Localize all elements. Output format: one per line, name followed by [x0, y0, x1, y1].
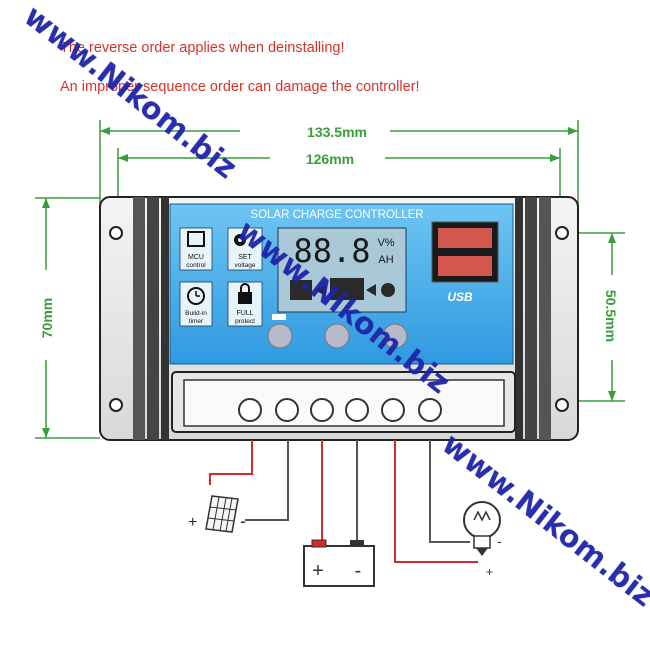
chip-icon [187, 231, 205, 247]
load-minus-sign: - [497, 533, 502, 549]
up-button[interactable] [382, 323, 408, 349]
solar-panel-icon [290, 280, 312, 300]
terminal-block [171, 371, 516, 433]
usb-ports: USB [431, 221, 499, 304]
down-button[interactable] [324, 323, 350, 349]
terminal-solar-plus [238, 398, 262, 422]
mount-hole-bl [109, 398, 123, 412]
total-width-label: 133.5mm [307, 124, 367, 140]
front-panel: SOLAR CHARGE CONTROLLER MCU control SET … [169, 203, 514, 365]
light-bulb: - + [463, 501, 502, 579]
bulb-icon [381, 283, 395, 297]
battery: + - [303, 539, 375, 587]
warning-line-1: The reverse order applies when deinstall… [60, 40, 345, 56]
dimension-total-width: 133.5mm [99, 120, 579, 205]
mount-hole-br [555, 398, 569, 412]
svg-text:Build-in: Build-in [185, 310, 207, 317]
solar-minus-sign: - [240, 511, 246, 531]
battery-icon [330, 278, 364, 300]
dimension-hole-height: 50.5mm [570, 232, 625, 402]
height-label: 70mm [39, 298, 55, 338]
usb-label: USB [447, 290, 473, 304]
arrow-icon [314, 284, 326, 296]
svg-text:FULL: FULL [236, 310, 253, 317]
feature-timer: Build-in timer [179, 281, 213, 327]
mount-hole-tr [555, 226, 569, 240]
svg-text:V%: V% [377, 237, 394, 249]
dimension-hole-width: 126mm [117, 148, 561, 200]
menu-icon [272, 314, 286, 320]
hole-width-label: 126mm [306, 151, 354, 167]
terminal-battery-minus [345, 398, 369, 422]
battery-minus-sign: - [355, 560, 362, 582]
feature-full-protect: FULL protect [227, 281, 263, 327]
svg-text:SET: SET [238, 254, 252, 261]
mount-hole-tl [109, 226, 123, 240]
svg-text:voltage: voltage [235, 262, 256, 269]
lock-icon [238, 292, 252, 304]
hole-height-label: 50.5mm [603, 290, 619, 342]
terminal-battery-plus [310, 398, 334, 422]
svg-text:MCU: MCU [188, 254, 204, 261]
warning-line-2: An improper sequence order can damage th… [60, 79, 420, 95]
lcd-display: 88.8 V% AH [277, 227, 407, 313]
lcd-digits: 88.8 [293, 232, 370, 270]
wiring [209, 440, 478, 563]
solar-panel: + - [188, 495, 246, 533]
solar-plus-sign: + [188, 514, 197, 531]
svg-text:control: control [186, 262, 206, 269]
terminal-solar-minus [275, 398, 299, 422]
load-plus-sign: + [486, 565, 493, 579]
feature-set-voltage: SET voltage [227, 227, 263, 271]
arrow-icon [366, 284, 376, 296]
terminal-load-minus [418, 398, 442, 422]
clock-icon [187, 287, 205, 305]
svg-text:timer: timer [189, 318, 204, 325]
feature-mcu-control: MCU control [179, 227, 213, 271]
svg-text:AH: AH [378, 254, 393, 266]
terminal-load-plus [381, 398, 405, 422]
svg-text:protect: protect [235, 318, 255, 325]
battery-plus-sign: + [312, 560, 324, 582]
dimension-height: 70mm [35, 197, 100, 439]
menu-button[interactable] [267, 323, 293, 349]
panel-title: SOLAR CHARGE CONTROLLER [250, 209, 423, 221]
